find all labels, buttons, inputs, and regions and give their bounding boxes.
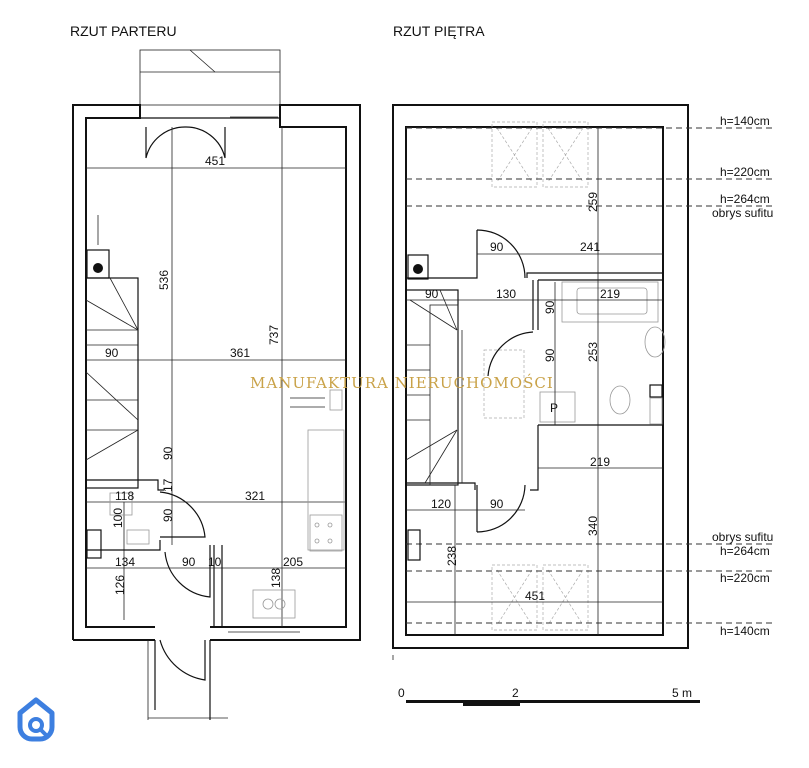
level-label: h=220cm (720, 165, 770, 179)
scale-label: 5 m (672, 686, 692, 700)
level-label: h=140cm (720, 114, 770, 128)
boiler-label: P (550, 401, 558, 415)
ground-floor-title: RZUT PARTERU (70, 23, 177, 39)
level-label: h=264cm (720, 544, 770, 558)
dim-label: 737 (267, 325, 281, 345)
dim-label: 90 (182, 555, 196, 569)
dim-label: 536 (157, 270, 171, 290)
dim-label: 259 (586, 192, 600, 212)
upper-floor-title: RZUT PIĘTRA (393, 23, 485, 39)
dim-label: 253 (586, 342, 600, 362)
dim-label: 321 (245, 489, 265, 503)
dim-label: 100 (111, 508, 125, 528)
scale-bar: 0 2 5 m (398, 686, 700, 706)
dim-label: 126 (113, 575, 127, 595)
dim-label: 451 (205, 154, 225, 168)
ground-floor-plan: 451 536 737 90 361 90 17 118 100 90 321 … (72, 49, 361, 720)
watermark: MANUFAKTURA NIERUCHOMOŚCI (250, 374, 554, 392)
dim-label: 219 (600, 287, 620, 301)
dim-label: 90 (161, 446, 175, 460)
dim-label: 238 (445, 546, 459, 566)
level-label: h=264cm (720, 192, 770, 206)
dim-label: 451 (525, 589, 545, 603)
dim-label: 90 (425, 287, 439, 301)
dim-label: 17 (161, 478, 175, 492)
level-label: h=140cm (720, 624, 770, 638)
brand-logo-icon (17, 697, 55, 742)
scale-label: 0 (398, 686, 405, 700)
level-label: h=220cm (720, 571, 770, 585)
dim-label: 118 (115, 489, 134, 503)
dim-label: 130 (496, 287, 516, 301)
dim-label: 90 (490, 497, 504, 511)
dim-label: 10 (208, 555, 222, 569)
dim-label: 120 (431, 497, 451, 511)
dim-label: 90 (105, 346, 119, 360)
dim-label: 205 (283, 555, 303, 569)
upper-floor-plan: P 259 90 241 90 130 219 90 90 253 219 12… (392, 104, 775, 660)
level-label: obrys sufitu (712, 530, 773, 544)
dim-label: 90 (161, 508, 175, 522)
dim-label: 90 (543, 348, 557, 362)
dim-label: 134 (115, 555, 135, 569)
dim-label: 219 (590, 455, 610, 469)
dim-label: 340 (586, 516, 600, 536)
dim-label: 241 (580, 240, 600, 254)
dim-label: 90 (490, 240, 504, 254)
dim-label: 361 (230, 346, 250, 360)
scale-label: 2 (512, 686, 519, 700)
level-label: obrys sufitu (712, 206, 773, 220)
dim-label: 90 (543, 300, 557, 314)
dim-label: 138 (269, 568, 283, 588)
